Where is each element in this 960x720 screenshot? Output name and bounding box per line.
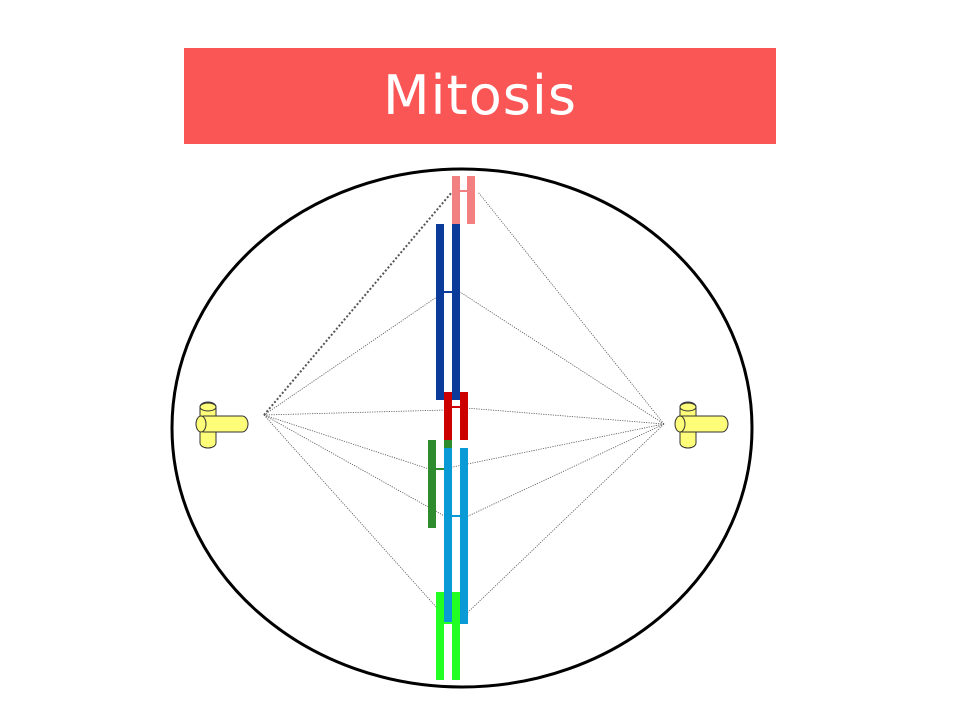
spindle-fiber: [263, 414, 447, 619]
spindle-fiber: [477, 191, 665, 425]
centromere: [434, 468, 446, 470]
centromere: [458, 190, 469, 192]
spindle-fiber: [263, 414, 449, 519]
chromatid: [460, 448, 468, 624]
centriole-vertical-top: [679, 402, 697, 412]
spindle-fiber: [263, 414, 433, 471]
centriole-horizontal-end: [195, 415, 207, 433]
chromosome-pink: [452, 176, 475, 224]
chromatid: [444, 392, 452, 440]
spindle-fiber: [465, 407, 665, 425]
chromosome-light-blue: [444, 448, 468, 624]
spindle-fiber: [263, 191, 453, 416]
spindle-fiber: [461, 423, 665, 619]
spindle-fiber: [459, 291, 665, 425]
spindle-fiber: [263, 291, 445, 416]
chromatid: [428, 440, 436, 528]
centromere: [450, 515, 462, 517]
cell-membrane: [170, 167, 754, 689]
spindle-fiber: [463, 423, 665, 519]
chromatid: [452, 176, 460, 224]
chromatid: [452, 224, 460, 400]
chromosome-dark-blue: [436, 224, 460, 400]
chromatid: [436, 592, 444, 680]
centromere: [450, 406, 462, 408]
centriole-icon: [674, 401, 729, 449]
chromatid: [452, 592, 460, 680]
page-title: Mitosis: [382, 64, 578, 127]
chromatid: [460, 392, 468, 440]
spindle-fiber: [437, 423, 665, 471]
centromere: [442, 291, 454, 293]
chromatid: [436, 224, 444, 400]
centriole-horizontal-end: [674, 415, 686, 433]
centriole-vertical-top: [199, 402, 217, 412]
spindle-fiber: [263, 409, 447, 416]
chromosome-bright-green: [436, 592, 460, 680]
chromatid: [444, 448, 452, 624]
centromere: [442, 622, 454, 624]
chromatid: [467, 176, 475, 224]
centriole-icon: [195, 401, 249, 449]
chromosome-red: [444, 392, 468, 440]
spindle-fibers: [263, 191, 665, 619]
title-banner: Mitosis: [184, 48, 776, 144]
